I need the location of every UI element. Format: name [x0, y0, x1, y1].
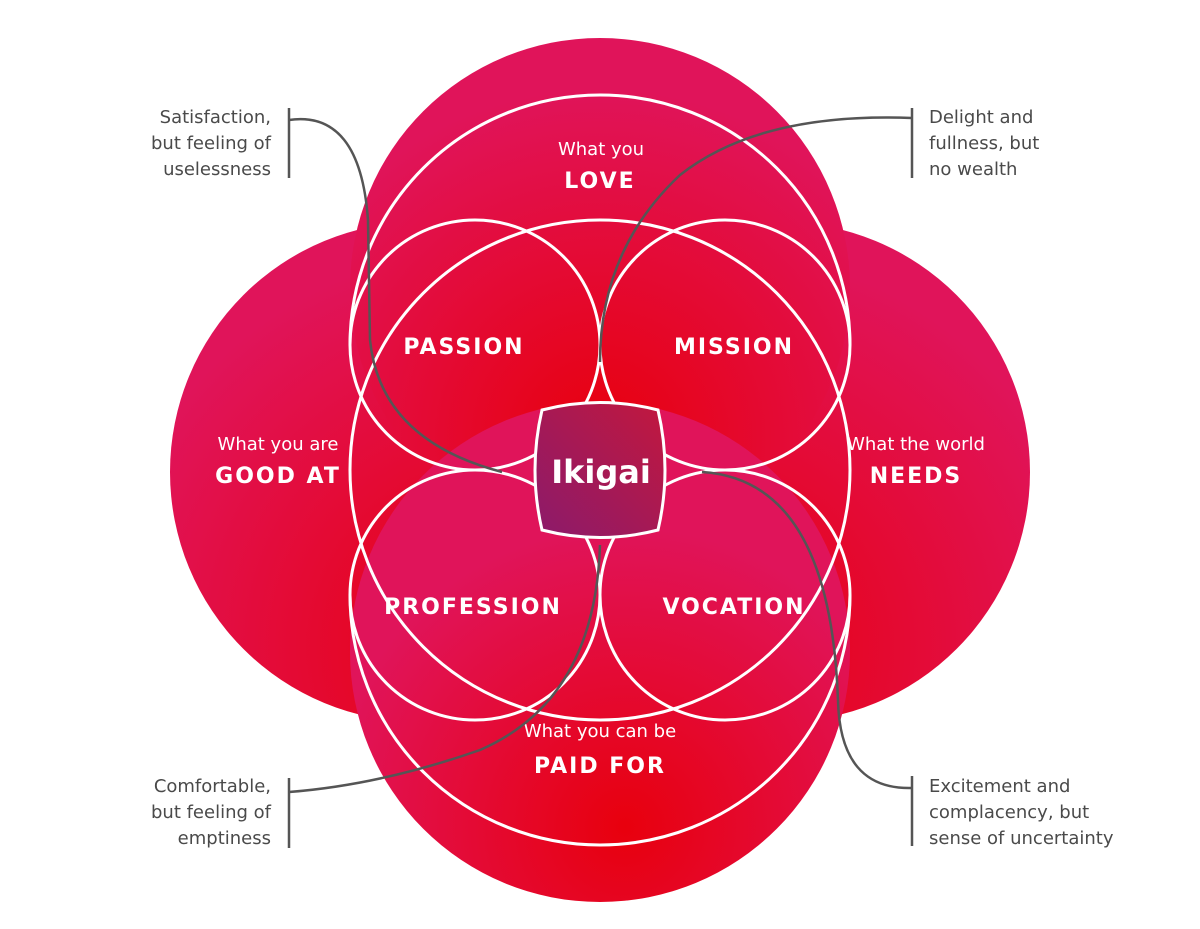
svg-text:fullness, but: fullness, but [929, 133, 1039, 154]
leader-line-bottom-left [288, 544, 602, 794]
note-bottom-left: Comfortable, but feeling of emptiness [151, 776, 272, 849]
center-ikigai [533, 401, 667, 539]
lens-outline-left [348, 218, 601, 722]
lens-outline-bottom [348, 594, 852, 847]
svg-text:Comfortable,: Comfortable, [154, 776, 271, 797]
vocation-label: VOCATION [662, 595, 805, 620]
passion-label: PASSION [403, 335, 524, 360]
circle-love [350, 38, 850, 538]
note-top-left: Satisfaction, but feeling of uselessness [151, 107, 272, 180]
leader-line-bottom-right [701, 470, 913, 790]
svg-text:Delight and: Delight and [929, 107, 1033, 128]
svg-text:but feeling of: but feeling of [151, 133, 272, 154]
svg-text:Excitement and: Excitement and [929, 776, 1070, 797]
paid-for-big-label: PAID FOR [534, 754, 666, 779]
good-at-small-label: What you are [218, 434, 339, 455]
svg-text:no wealth: no wealth [929, 159, 1017, 180]
love-small-label: What you [558, 139, 644, 160]
svg-text:sense of uncertainty: sense of uncertainty [929, 828, 1114, 849]
note-top-right: Delight and fullness, but no wealth [929, 107, 1039, 180]
love-big-label: LOVE [564, 169, 635, 194]
lens-outline-top [348, 93, 852, 346]
paid-for-small-label: What you can be [524, 721, 676, 742]
needs-big-label: NEEDS [870, 464, 963, 489]
lens-outline-right [599, 218, 852, 722]
svg-text:uselessness: uselessness [163, 159, 271, 180]
profession-label: PROFESSION [384, 595, 562, 620]
leader-line-top-left [288, 117, 503, 474]
svg-text:emptiness: emptiness [178, 828, 271, 849]
leader-line-top-right [598, 116, 913, 363]
svg-text:Satisfaction,: Satisfaction, [160, 107, 271, 128]
svg-text:complacency, but: complacency, but [929, 802, 1089, 823]
ikigai-label: Ikigai [551, 453, 651, 491]
svg-text:but feeling of: but feeling of [151, 802, 272, 823]
good-at-big-label: GOOD AT [215, 464, 341, 489]
note-bottom-right: Excitement and complacency, but sense of… [929, 776, 1114, 849]
circle-paid-for [350, 402, 850, 902]
needs-small-label: What the world [847, 434, 985, 455]
mission-label: MISSION [674, 335, 794, 360]
